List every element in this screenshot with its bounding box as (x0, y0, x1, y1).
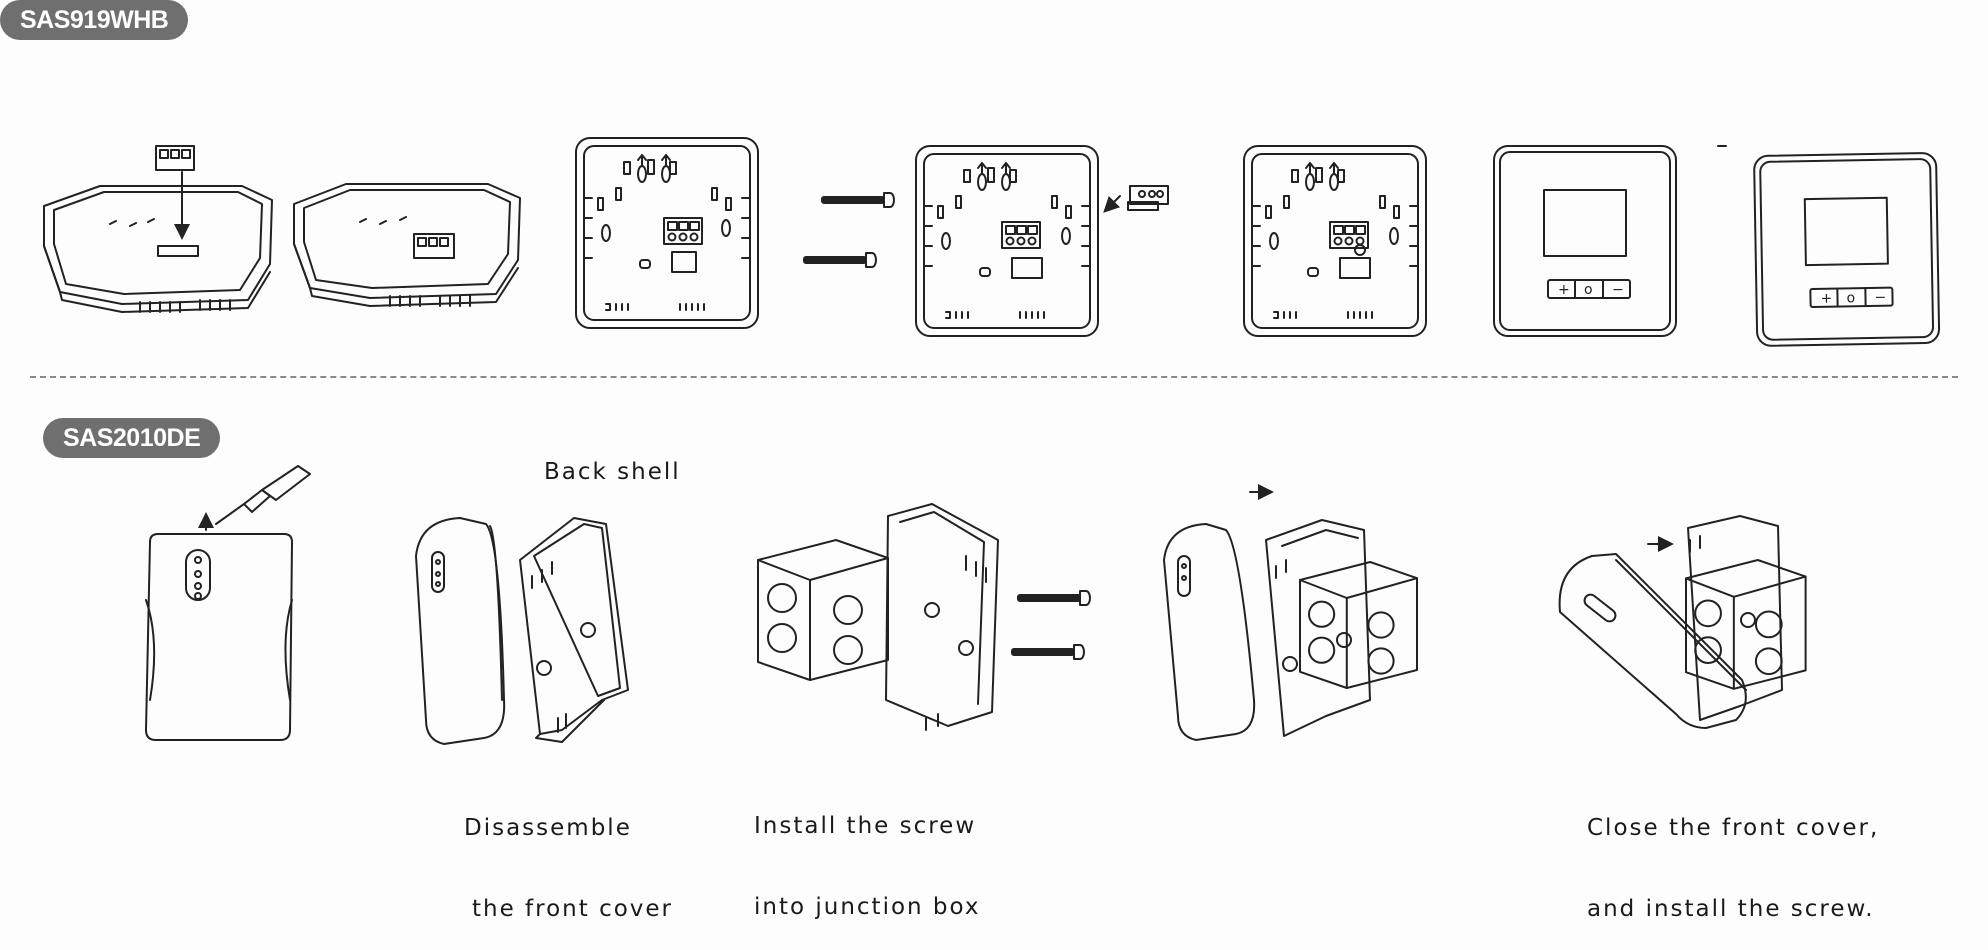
back-shell-install (886, 504, 998, 730)
back-plate-front-1 (575, 137, 759, 329)
back-shell-step4 (1688, 516, 1782, 720)
thermostat-installed-view: + o − (1753, 151, 1941, 347)
plus-button-label: + (1558, 282, 1570, 298)
plus-button-label: + (1820, 291, 1832, 307)
caption-line: the front cover (472, 896, 674, 922)
caption-line: Close the front cover, (1587, 815, 1880, 841)
mode-button-label: o (1846, 290, 1855, 306)
sensor-front-with-screwdriver (146, 466, 310, 740)
caption-line: Disassemble (464, 815, 632, 841)
junction-box-step3 (1299, 561, 1418, 689)
sensor-cover-closing (1560, 536, 1746, 728)
section-badge-sas2010de: SAS2010DE (43, 418, 221, 458)
screw-3 (1017, 590, 1091, 606)
back-shell-label: Back shell (544, 459, 681, 485)
installation-illustrations: + o − + o − (0, 137, 1941, 864)
mode-button-label: o (1584, 282, 1593, 298)
back-shell (520, 518, 628, 742)
screw-4 (1011, 644, 1085, 660)
sensor-cover-detached (416, 518, 504, 744)
minus-button-label: − (1874, 290, 1886, 306)
back-plate-front-3 (1243, 145, 1427, 337)
screw-1 (821, 192, 895, 208)
thermostat-front-view: + o − (1493, 145, 1677, 337)
section-badge-sas919whb: SAS919WHB (0, 0, 189, 40)
back-shell-step3 (1266, 520, 1370, 736)
junction-box-step4 (1685, 559, 1807, 690)
sensor-cover-step3 (1164, 484, 1274, 740)
base-plate-iso-1 (44, 146, 272, 312)
terminal-block-detached (1103, 186, 1168, 213)
junction-box (757, 539, 889, 681)
section-divider (30, 376, 1958, 378)
minus-button-label: − (1612, 282, 1624, 298)
caption-line: Install the screw (754, 813, 977, 839)
caption-line: and install the screw. (1587, 896, 1875, 922)
screw-2 (803, 252, 877, 268)
base-plate-iso-2 (294, 184, 520, 306)
caption-line: into junction box (754, 894, 981, 920)
back-plate-front-2 (915, 145, 1099, 337)
